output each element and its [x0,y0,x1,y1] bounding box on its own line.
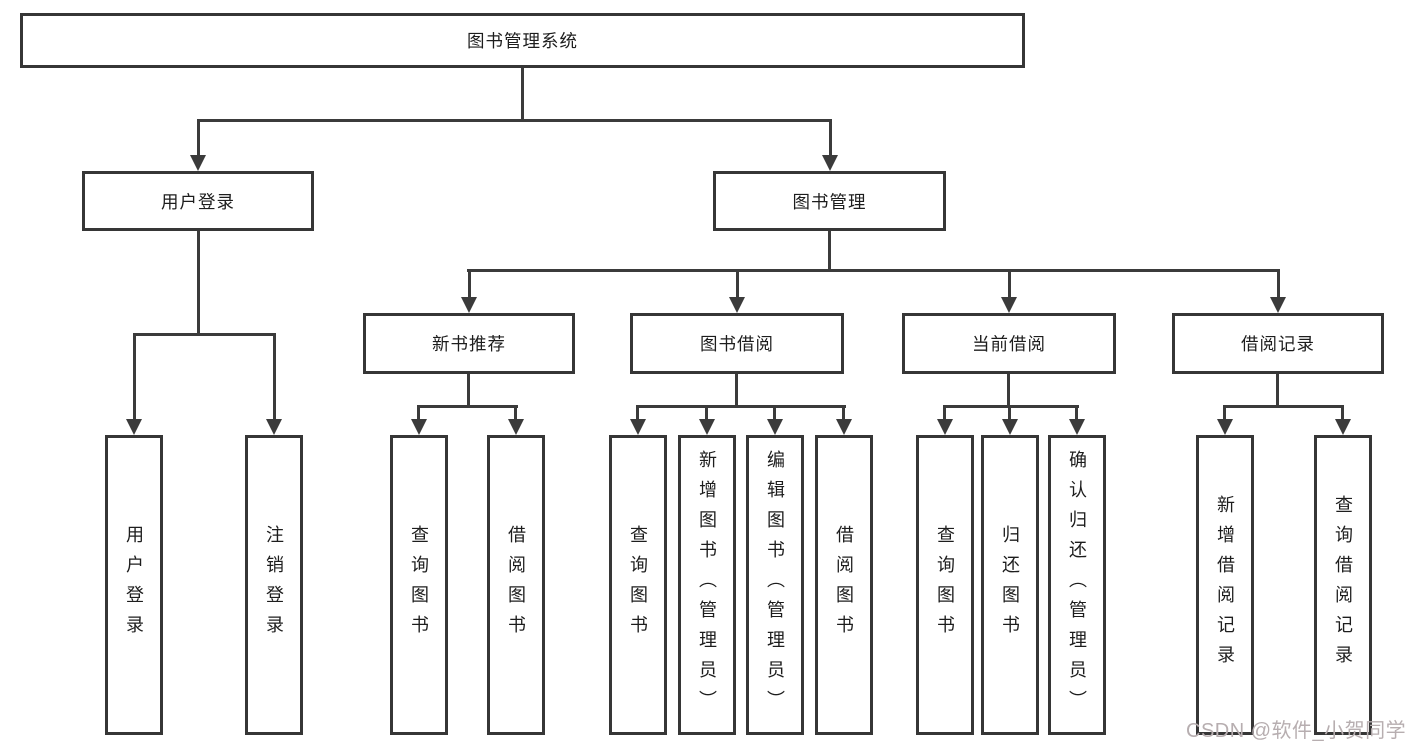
arrowhead-down-icon [508,419,524,435]
connector-drop [1008,408,1011,420]
node-user-login: 用户登录 [82,171,314,231]
connector-borrow-record-rail [1223,405,1344,408]
arrowhead-down-icon [126,419,142,435]
connector-drop [842,408,845,420]
leaf-query-books-recommend: 查询图书 [390,435,448,735]
arrowhead-down-icon [411,419,427,435]
connector-drop-new-book [468,272,471,298]
connector-level1-rail [197,119,832,122]
node-label: 借阅图书 [506,525,526,645]
node-label: 新增图书（管理员） [697,450,717,720]
node-label: 查询图书 [628,525,648,645]
connector-drop-current-borrow [1008,272,1011,298]
connector-book-borrow-rail [636,405,846,408]
leaf-query-books-borrowing: 查询图书 [609,435,667,735]
arrowhead-down-icon [729,297,745,313]
leaf-add-book-admin: 新增图书（管理员） [678,435,736,735]
connector-new-book-rail [417,405,518,408]
leaf-user-login: 用户登录 [105,435,163,735]
node-current-borrowing: 当前借阅 [902,313,1116,374]
node-label: 图书管理 [792,191,867,212]
node-label: 注销登录 [264,525,284,645]
node-new-book-recommend: 新书推荐 [363,313,575,374]
connector-book-management-stem [828,231,831,271]
arrowhead-down-icon [937,419,953,435]
node-label: 查询图书 [409,525,429,645]
node-label: 用户登录 [124,525,144,645]
connector-drop-book-management [829,122,832,156]
node-library-management-system: 图书管理系统 [20,13,1025,68]
arrowhead-down-icon [461,297,477,313]
node-label: 图书管理系统 [467,31,578,51]
node-label: 归还图书 [1000,525,1020,645]
arrowhead-down-icon [266,419,282,435]
node-book-management: 图书管理 [713,171,946,231]
node-label: 图书借阅 [700,334,774,354]
connector-current-borrow-stem [1007,374,1010,407]
arrowhead-down-icon [1335,419,1351,435]
arrowhead-down-icon [1217,419,1233,435]
connector-drop-user-login [197,122,200,156]
connector-drop [514,408,517,420]
node-label: 查询图书 [935,525,955,645]
arrowhead-down-icon [1069,419,1085,435]
node-label: 编辑图书（管理员） [765,450,785,720]
connector-drop [773,408,776,420]
leaf-edit-book-admin: 编辑图书（管理员） [746,435,804,735]
node-label: 借阅记录 [1241,334,1315,354]
connector-drop [417,408,420,420]
connector-drop [636,408,639,420]
connector-current-borrow-rail [943,405,1079,408]
connector-level2-rail [467,269,1280,272]
connector-drop [1075,408,1078,420]
arrowhead-down-icon [190,155,206,171]
node-label: 查询借阅记录 [1333,495,1353,675]
watermark: CSDN @软件_小贺同学 [1186,720,1405,742]
arrowhead-down-icon [1001,297,1017,313]
leaf-logout: 注销登录 [245,435,303,735]
connector-root-stem [521,68,524,121]
connector-drop-borrow-record [1277,272,1280,298]
arrowhead-down-icon [699,419,715,435]
arrowhead-down-icon [630,419,646,435]
connector-user-login-stem [197,231,200,335]
connector-drop [1223,408,1226,420]
arrowhead-down-icon [822,155,838,171]
node-borrowing-records: 借阅记录 [1172,313,1384,374]
leaf-query-borrow-record: 查询借阅记录 [1314,435,1372,735]
leaf-add-borrow-record: 新增借阅记录 [1196,435,1254,735]
connector-drop-leaf-user-login [133,336,136,420]
leaf-borrow-books-recommend: 借阅图书 [487,435,545,735]
node-label: 新增借阅记录 [1215,495,1235,675]
leaf-confirm-return-admin: 确认归还（管理员） [1048,435,1106,735]
node-book-borrowing: 图书借阅 [630,313,844,374]
connector-drop [943,408,946,420]
node-label: 借阅图书 [834,525,854,645]
leaf-borrow-books-borrowing: 借阅图书 [815,435,873,735]
arrowhead-down-icon [1270,297,1286,313]
node-label: 用户登录 [161,191,235,212]
leaf-query-books-current: 查询图书 [916,435,974,735]
arrowhead-down-icon [1002,419,1018,435]
connector-drop-book-borrow [736,272,739,298]
connector-drop-leaf-logout [273,336,276,420]
node-label: 确认归还（管理员） [1067,450,1087,720]
arrowhead-down-icon [836,419,852,435]
arrowhead-down-icon [767,419,783,435]
connector-book-borrow-stem [735,374,738,407]
leaf-return-book: 归还图书 [981,435,1039,735]
connector-borrow-record-stem [1276,374,1279,407]
connector-drop [1341,408,1344,420]
connector-user-login-rail [133,333,276,336]
node-label: 当前借阅 [972,334,1046,354]
connector-new-book-stem [467,374,470,407]
node-label: 新书推荐 [432,334,506,354]
connector-drop [705,408,708,420]
